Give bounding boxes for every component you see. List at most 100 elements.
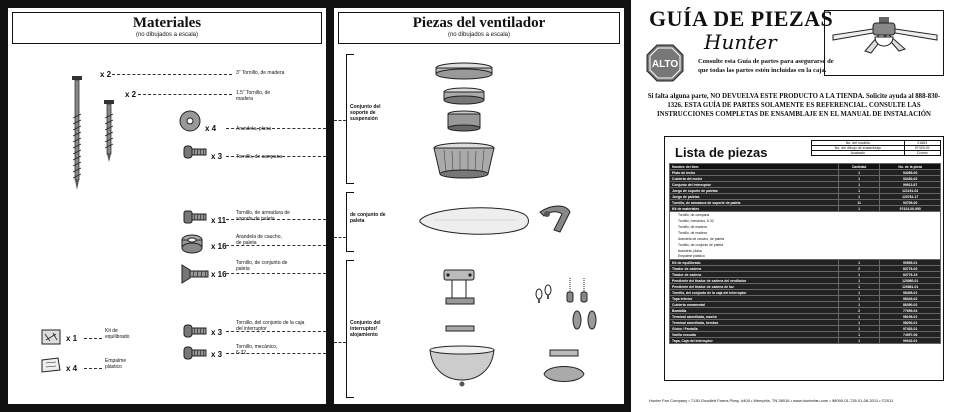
model-info-table: No. del modelo 21863 No. del dibujo de e… [811, 140, 942, 156]
label-wood-screw-short: 1.5" Tornillo, de madera [236, 90, 271, 102]
qty-flat-washer: x 4 [205, 124, 217, 133]
kit-item-row: Tornillo, de conjunto de paleta [669, 241, 941, 248]
fan-blade-icon [419, 207, 529, 235]
blade-iron-screw-icon [183, 210, 207, 224]
leader-line [138, 94, 232, 95]
switch-housing-screw-icon [183, 324, 207, 338]
switch-housing-icon [443, 269, 475, 305]
label-flat-washer: Arandela, plana [236, 126, 272, 132]
model-row: Acabado Cromo [811, 150, 942, 156]
flat-washer-icon [179, 110, 201, 132]
kit-item-cell: Arandela, plana [669, 247, 941, 254]
leader-line [112, 74, 232, 75]
leader-line [84, 368, 102, 369]
kit-item-cell: Tornillo, de madera [669, 229, 941, 236]
kit-item-cell: Tornillo, de conjunto de paleta [669, 241, 941, 248]
qty-balancing-kit: x 1 [66, 334, 78, 343]
qty-canopy-screw: x 3 [211, 152, 223, 161]
qty-wood-screw-long: x 2 [100, 70, 112, 79]
fan-parts-panel: Piezas del ventilador (no dibujados a es… [334, 8, 624, 404]
wood-screw-short-icon [104, 100, 114, 162]
machine-screw-icon [183, 346, 207, 360]
glass-bowl-icon [429, 345, 495, 387]
leader-line [226, 219, 326, 220]
table-cell: Tapa, Caja del interruptor [669, 337, 839, 344]
leader-line [84, 338, 102, 339]
materials-subtitle: (no dibujados a escala) [135, 32, 199, 38]
bracket-tick [346, 251, 354, 252]
pull-chain-icon [566, 278, 588, 303]
fan-illustration-frame [824, 10, 944, 76]
parts-table: Nombre del ítem Cantidad No. de la pieza… [669, 163, 941, 344]
footer-text: Hunter Fan Company • 7130 Goodlett Farms… [649, 398, 894, 403]
fan-part-illustrations [419, 62, 597, 387]
kit-item-row: Arandela, plana [669, 247, 941, 254]
group-label-switch: Conjunto del interruptor/ alojamiento [350, 320, 381, 338]
qty-wood-screw-short: x 2 [125, 90, 137, 99]
label-blade-iron-screw: Tornillo, de armadura de soporte de pale… [236, 210, 290, 222]
kit-item-row: Tornillo, mecánico, 6-32 [669, 217, 941, 224]
wood-screw-long-icon [72, 76, 82, 190]
bracket-tick [346, 183, 354, 184]
bracket-tick [346, 54, 354, 55]
assembly-diagram-sheet: Materiales (no dibujados a escala) [0, 0, 631, 412]
qty-rubber-grommet: x 16 [211, 242, 227, 251]
hardware-illustrations [41, 76, 209, 373]
label-rubber-grommet: Arandela de caucho, de paleta [236, 234, 282, 246]
blade-iron-icon [539, 205, 571, 233]
kit-item-cell: Tornillo, de madera [669, 223, 941, 230]
light-bulb-icon [535, 284, 552, 303]
ceiling-plate-icon [443, 87, 485, 105]
canopy-screw-icon [183, 145, 207, 159]
label-switch-housing-screw: Tornillo, del conjunto de la caja del in… [236, 320, 305, 332]
bracket-tick [346, 260, 354, 261]
parts-guide-sheet: GUÍA DE PIEZAS Hunter ALTO Consulte esta… [634, 0, 954, 412]
group-bracket [346, 260, 347, 398]
kit-item-row: Tornillo, de campana [669, 211, 941, 218]
kit-item-cell: Empalme plástico [669, 253, 941, 260]
table-cell: 1 [837, 337, 881, 344]
motor-housing-icon [433, 142, 495, 179]
bracket-tick [346, 397, 354, 398]
leader-line [226, 273, 326, 274]
guide-title: GUÍA DE PIEZAS [649, 6, 834, 31]
fan-parts-title: Piezas del ventilador [412, 15, 546, 31]
label-wire-nut: Empalme plástico [105, 358, 127, 370]
leader-line [334, 342, 346, 343]
leader-line [334, 237, 346, 238]
kit-item-row: Tornillo, de madera [669, 223, 941, 230]
label-wood-screw-long: 3" Tornillo, de madera [236, 70, 285, 76]
label-balancing-kit: Kit de equilibrado [105, 328, 130, 340]
stop-sign-icon: ALTO [646, 44, 684, 82]
group-bracket [346, 54, 347, 184]
stop-sign-text: ALTO [652, 59, 679, 70]
pull-chain-pendant-icon [572, 310, 597, 330]
materials-title: Materiales [132, 15, 202, 31]
leader-line [226, 128, 326, 129]
decorative-cap-icon [543, 366, 585, 382]
model-cell: Acabado [811, 150, 905, 156]
table-cell: 99042-01 [879, 337, 941, 344]
mounting-bracket-icon [435, 62, 493, 80]
materials-header: Materiales (no dibujados a escala) [12, 12, 322, 44]
kit-item-row: Tornillo, de madera [669, 229, 941, 236]
consult-text: Consulte esta Guía de partes para asegur… [698, 58, 834, 74]
label-canopy-screw: Tornillo, de campana [236, 154, 283, 160]
model-cell: Cromo [903, 150, 942, 156]
blade-screw-icon [181, 264, 209, 284]
qty-wire-nut: x 4 [66, 364, 78, 373]
table-cell: 97424-00-990 [879, 205, 941, 212]
kit-item-cell: Tornillo, de campana [669, 211, 941, 218]
label-blade-screw: Tornillo, de conjunto de paleta [236, 260, 288, 272]
table-cell: 1 [837, 205, 881, 212]
kit-item-row: Arandela de caucho, de paleta [669, 235, 941, 242]
kit-item-row: Empalme plástico [669, 253, 941, 260]
motor-icon [447, 110, 481, 132]
group-bracket [346, 192, 347, 252]
materials-panel: Materiales (no dibujados a escala) [8, 8, 326, 404]
group-label-hanger: Conjunto del soporte de suspensión [350, 104, 381, 122]
